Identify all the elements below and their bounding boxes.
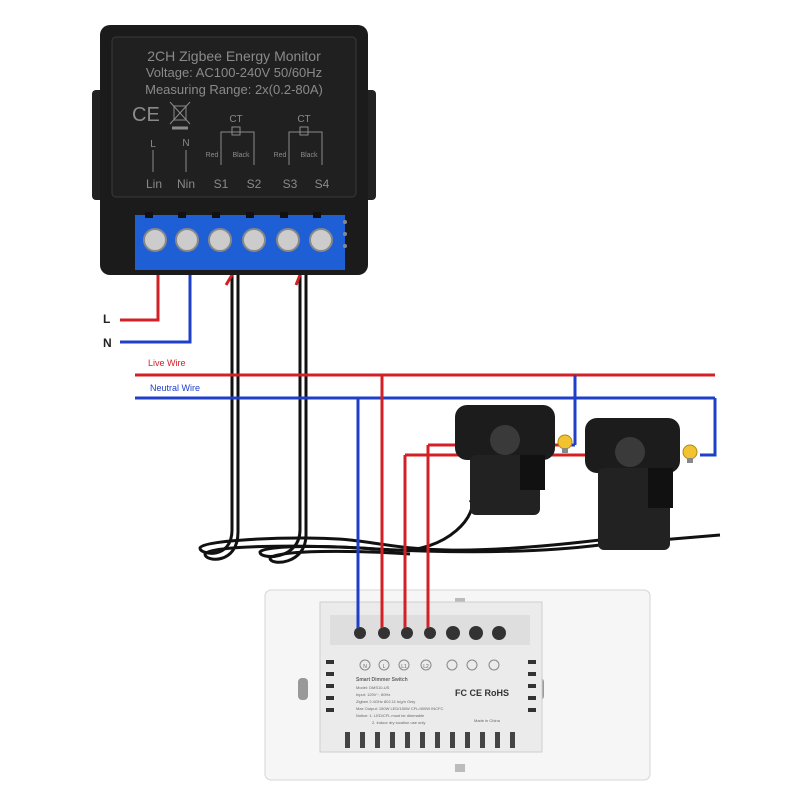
energy-monitor-module: 2CH Zigbee Energy Monitor Voltage: AC100…	[92, 25, 376, 275]
terminal-s2-label: S2	[247, 177, 262, 191]
red-label: Red	[274, 152, 287, 159]
switch-vents	[345, 732, 515, 748]
switch-model: Model: DMS10-US	[356, 685, 390, 690]
module-n-label: N	[182, 138, 189, 149]
switch-terminal-n: N	[363, 664, 367, 670]
switch-certifications: FC CE RoHS	[455, 688, 509, 698]
switch-notice-1: Notice: 1. LED/CFL must be dimmable	[356, 713, 425, 718]
l-label: L	[103, 312, 110, 326]
terminal-s3-label: S3	[283, 177, 298, 191]
weee-bin-icon	[169, 101, 191, 130]
module-range: Measuring Range: 2x(0.2-80A)	[145, 82, 323, 97]
switch-output: Max Output: 150W LED/150W CFL/400W INCFC	[356, 706, 443, 711]
switch-terminal-l1: L1	[401, 664, 407, 670]
ct-clamp-2	[585, 418, 680, 550]
black-label: Black	[300, 152, 318, 159]
n-label: N	[103, 336, 112, 350]
switch-notice-2: 2. Indoor dry location use only	[372, 720, 425, 725]
neutral-wire-label: Neutral Wire	[150, 383, 200, 393]
smart-dimmer-switch: N L L1 L2 Smart Dimmer Switch Model: DMS…	[264, 589, 651, 781]
ct-clamp-1	[455, 405, 555, 515]
live-wire-label: Live Wire	[148, 358, 186, 368]
terminal-s1-label: S1	[214, 177, 229, 191]
ct2-label: CT	[297, 114, 310, 125]
terminal-s4-label: S4	[315, 177, 330, 191]
light-bulb-icon	[682, 444, 698, 463]
ce-mark: CE	[132, 104, 160, 126]
module-voltage: Voltage: AC100-240V 50/60Hz	[146, 65, 322, 80]
black-label: Black	[232, 152, 250, 159]
terminal-nin-label: Nin	[177, 177, 195, 191]
ct1-label: CT	[229, 114, 242, 125]
input-wires	[120, 274, 302, 344]
switch-input: Input: 120V~, 60Hz	[356, 692, 390, 697]
module-title: 2CH Zigbee Energy Monitor	[147, 48, 321, 64]
module-l-label: L	[150, 139, 156, 150]
light-bulb-icon	[557, 434, 573, 453]
switch-made-in: Made in China	[474, 718, 501, 723]
switch-terminal-l2: L2	[423, 664, 429, 670]
red-label: Red	[206, 152, 219, 159]
switch-zigbee: Zigbee 2.4GHz 802.11 b/g/n Only	[356, 699, 415, 704]
terminal-lin-label: Lin	[146, 177, 162, 191]
switch-title: Smart Dimmer Switch	[356, 677, 408, 683]
terminal-screws	[143, 228, 333, 252]
switch-terminal-l: L	[383, 664, 386, 670]
